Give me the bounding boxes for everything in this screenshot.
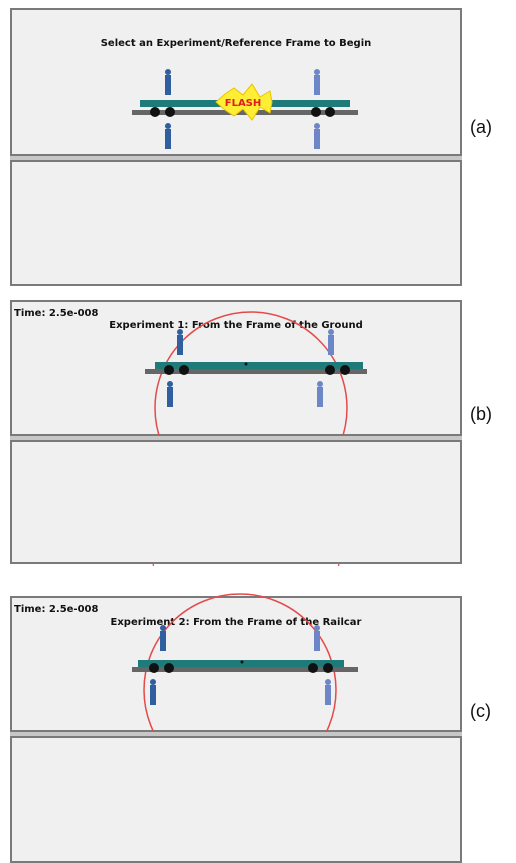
svg-text:FLASH: FLASH	[225, 98, 262, 109]
panel-b-label: (b)	[470, 404, 492, 424]
observer-right-bottom	[314, 123, 320, 149]
observer-right-top	[314, 69, 320, 95]
observer-b-left-bottom	[167, 381, 173, 407]
panel-c-divider	[10, 732, 462, 736]
panel-a-bottom	[10, 160, 462, 286]
panel-b-bottom	[10, 440, 462, 564]
observer-c-left-top	[160, 625, 166, 651]
panel-a-divider	[10, 156, 462, 160]
observer-c-left-bottom	[150, 679, 156, 705]
panel-a-top	[10, 8, 462, 156]
panel-b-title: Experiment 1: From the Frame of the Grou…	[109, 320, 363, 331]
panel-a-label: (a)	[470, 117, 492, 137]
observer-c-right-bottom	[325, 679, 331, 705]
observer-c-right-top	[314, 625, 320, 651]
observer-b-right-bottom	[317, 381, 323, 407]
observer-left-bottom	[165, 123, 171, 149]
panel-b-time: Time: 2.5e-008	[14, 308, 99, 319]
panel-c-bottom	[10, 736, 462, 863]
observer-left-top	[165, 69, 171, 95]
panel-c-time: Time: 2.5e-008	[14, 604, 99, 615]
observer-b-left-top	[177, 329, 183, 355]
panel-b-divider	[10, 436, 462, 440]
panel-c-title: Experiment 2: From the Frame of the Rail…	[110, 617, 362, 628]
panel-c-label: (c)	[470, 701, 491, 721]
panel-a-title: Select an Experiment/Reference Frame to …	[100, 38, 372, 49]
observer-b-right-top	[328, 329, 334, 355]
